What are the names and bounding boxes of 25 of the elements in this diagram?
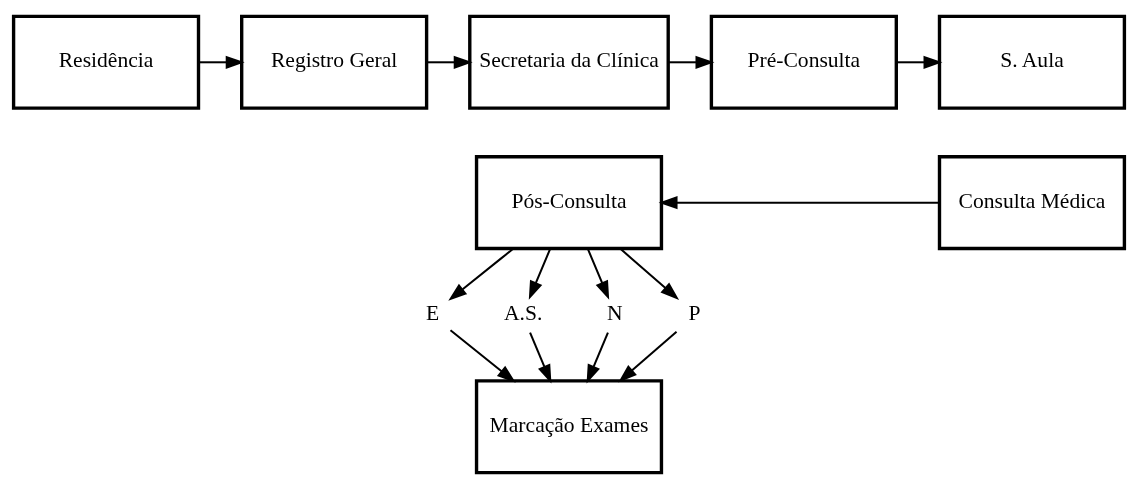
node-text: E <box>426 300 440 325</box>
arrow <box>668 55 715 69</box>
node-box: Consulta Médica <box>937 155 1127 251</box>
arrow <box>586 332 609 384</box>
arrow <box>528 248 551 300</box>
arrow <box>618 330 678 383</box>
arrow <box>658 196 940 210</box>
arrow <box>587 248 610 300</box>
arrow <box>198 55 245 69</box>
node-box: Registro Geral <box>240 14 429 110</box>
node-box: Marcação Exames <box>474 379 664 475</box>
node-box: Pós-Consulta <box>474 155 664 251</box>
node-box: Pré-Consulta <box>709 14 898 110</box>
arrow <box>448 248 514 301</box>
node-box: Secretaria da Clínica <box>468 14 670 110</box>
node-box: Residência <box>11 14 201 110</box>
arrow <box>449 329 516 383</box>
node-text: P <box>688 300 701 325</box>
arrow <box>896 55 943 69</box>
arrow <box>426 55 473 69</box>
node-text: N <box>607 300 623 325</box>
arrow <box>619 248 680 300</box>
node-box: S. Aula <box>937 14 1127 110</box>
arrow <box>529 332 552 384</box>
node-text: A.S. <box>503 300 543 325</box>
